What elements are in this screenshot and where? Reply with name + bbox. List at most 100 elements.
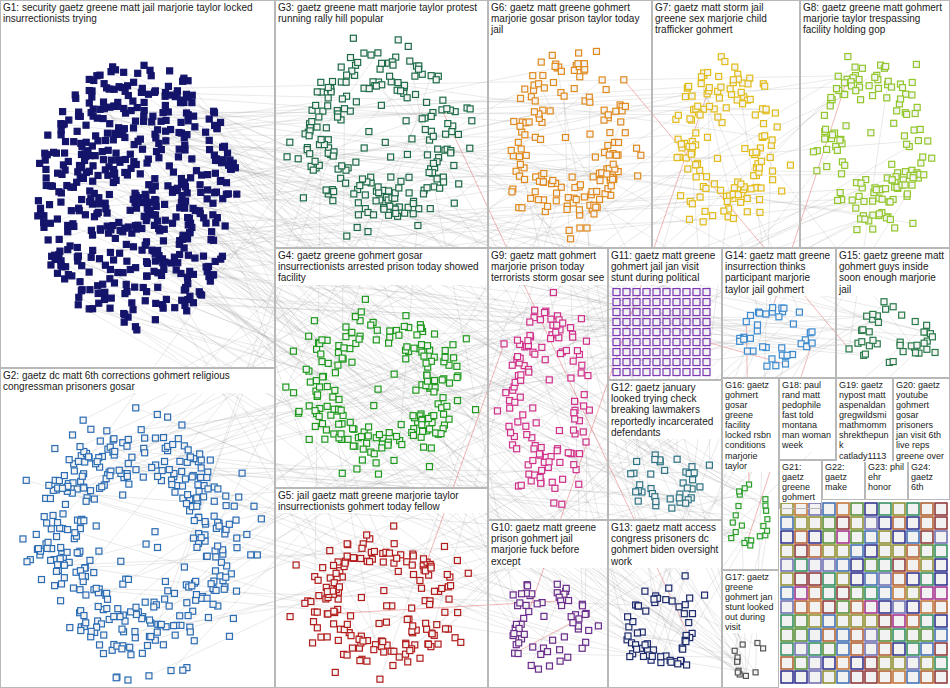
vertex-icon bbox=[174, 91, 180, 97]
vertex-icon bbox=[338, 407, 344, 413]
vertex-icon bbox=[155, 473, 161, 479]
vertex-icon bbox=[121, 311, 127, 317]
vertex-icon bbox=[115, 606, 121, 612]
network-edge bbox=[97, 118, 555, 183]
vertex-icon bbox=[58, 598, 64, 604]
vertex-icon bbox=[152, 435, 158, 441]
vertex-icon bbox=[331, 621, 337, 627]
vertex-icon bbox=[386, 430, 392, 436]
vertex-icon bbox=[469, 118, 475, 124]
vertex-icon bbox=[90, 113, 96, 119]
vertex-icon bbox=[198, 457, 204, 463]
vertex-icon bbox=[90, 178, 96, 184]
vertex-icon bbox=[414, 332, 420, 338]
vertex-icon bbox=[80, 175, 86, 181]
vertex-icon bbox=[376, 620, 382, 626]
vertex-icon bbox=[80, 417, 86, 423]
vertex-icon bbox=[191, 113, 197, 119]
vertex-icon bbox=[155, 127, 161, 133]
vertex-icon bbox=[100, 157, 106, 163]
vertex-icon bbox=[349, 359, 355, 365]
vertex-icon bbox=[352, 314, 358, 320]
vertex-icon bbox=[149, 464, 155, 470]
vertex-icon bbox=[161, 266, 167, 272]
vertex-icon bbox=[404, 151, 410, 157]
vertex-icon bbox=[344, 541, 350, 547]
vertex-icon bbox=[189, 92, 195, 98]
vertex-icon bbox=[100, 651, 106, 657]
vertex-icon bbox=[306, 436, 312, 442]
vertex-icon bbox=[236, 494, 242, 500]
vertex-icon bbox=[167, 92, 173, 98]
vertex-icon bbox=[432, 588, 438, 594]
vertex-icon bbox=[423, 620, 429, 626]
vertex-icon bbox=[536, 81, 542, 87]
vertex-icon bbox=[314, 625, 320, 631]
vertex-icon bbox=[75, 302, 81, 308]
vertex-icon bbox=[368, 322, 374, 328]
network-edge bbox=[146, 198, 529, 612]
vertex-icon bbox=[104, 428, 110, 434]
vertex-icon bbox=[181, 564, 187, 570]
vertex-icon bbox=[57, 556, 63, 562]
vertex-icon bbox=[318, 137, 324, 143]
vertex-icon bbox=[562, 134, 568, 140]
vertex-icon bbox=[569, 174, 575, 180]
vertex-icon bbox=[188, 175, 194, 181]
vertex-icon bbox=[312, 408, 318, 414]
vertex-icon bbox=[195, 482, 201, 488]
vertex-icon bbox=[587, 131, 593, 137]
vertex-icon bbox=[168, 260, 174, 266]
network-edge bbox=[65, 153, 399, 188]
network-edge bbox=[185, 208, 766, 505]
vertex-icon bbox=[183, 286, 189, 292]
vertex-icon bbox=[42, 150, 48, 156]
vertex-icon bbox=[330, 153, 336, 159]
vertex-icon bbox=[215, 543, 221, 549]
network-edge bbox=[665, 470, 764, 526]
vertex-icon bbox=[189, 100, 195, 106]
vertex-icon bbox=[184, 132, 190, 138]
vertex-icon bbox=[130, 307, 136, 313]
network-edge bbox=[161, 87, 688, 121]
vertex-icon bbox=[405, 659, 411, 665]
vertex-icon bbox=[335, 362, 341, 368]
vertex-icon bbox=[177, 252, 183, 258]
network-edge bbox=[770, 79, 847, 157]
vertex-icon bbox=[410, 553, 416, 559]
vertex-icon bbox=[88, 227, 94, 233]
vertex-icon bbox=[72, 530, 78, 536]
vertex-icon bbox=[203, 553, 209, 559]
vertex-icon bbox=[131, 79, 137, 85]
vertex-icon bbox=[367, 559, 373, 565]
vertex-icon bbox=[133, 405, 139, 411]
vertex-icon bbox=[324, 403, 330, 409]
vertex-icon bbox=[100, 116, 106, 122]
vertex-icon bbox=[339, 470, 345, 476]
vertex-icon bbox=[445, 121, 451, 127]
vertex-icon bbox=[179, 483, 185, 489]
vertex-icon bbox=[424, 378, 430, 384]
vertex-icon bbox=[522, 86, 528, 92]
vertex-icon bbox=[58, 262, 64, 268]
vertex-icon bbox=[223, 180, 229, 186]
vertex-icon bbox=[79, 197, 85, 203]
vertex-icon bbox=[332, 370, 338, 376]
vertex-icon bbox=[402, 210, 408, 216]
vertex-icon bbox=[198, 535, 204, 541]
network-edge bbox=[47, 523, 351, 616]
vertex-icon bbox=[415, 66, 421, 72]
vertex-icon bbox=[517, 123, 523, 129]
vertex-icon bbox=[134, 205, 140, 211]
vertex-icon bbox=[83, 498, 89, 504]
vertex-icon bbox=[351, 191, 357, 197]
vertex-icon bbox=[67, 625, 73, 631]
vertex-icon bbox=[133, 604, 139, 610]
vertex-icon bbox=[248, 552, 254, 558]
vertex-icon bbox=[391, 371, 397, 377]
vertex-icon bbox=[124, 289, 130, 295]
vertex-icon bbox=[420, 191, 426, 197]
vertex-icon bbox=[315, 392, 321, 398]
vertex-icon bbox=[319, 421, 325, 427]
vertex-icon bbox=[360, 638, 366, 644]
